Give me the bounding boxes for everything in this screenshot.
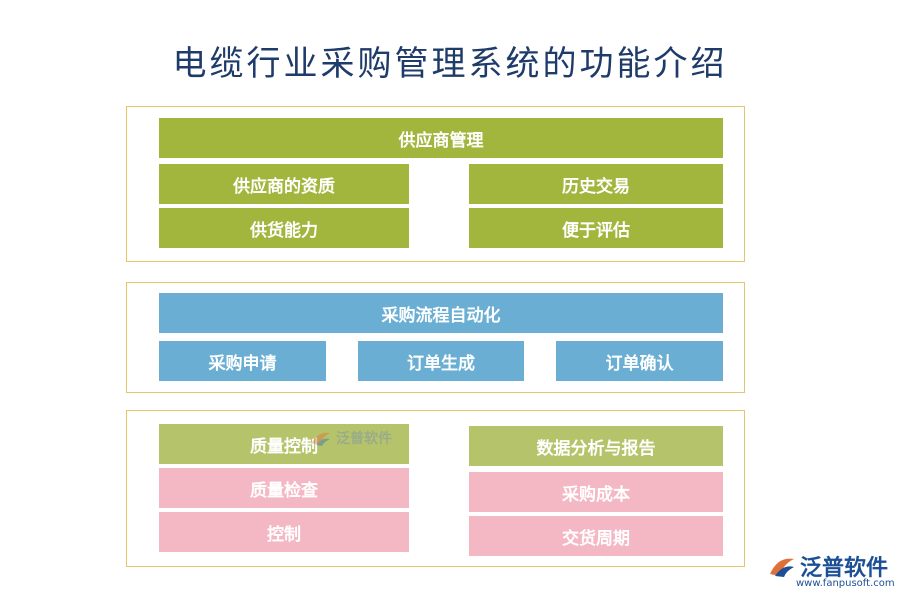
- brand-logo-text: 泛普软件: [800, 556, 889, 581]
- item-order-confirmation: 订单确认: [556, 341, 723, 381]
- header-data-analysis: 数据分析与报告: [469, 426, 723, 466]
- page-title: 电缆行业采购管理系统的功能介绍: [172, 44, 728, 84]
- item-transaction-history: 历史交易: [469, 164, 723, 204]
- brand-url: www.fanpusoft.com: [796, 578, 895, 589]
- header-supplier-management: 供应商管理: [159, 118, 723, 158]
- item-procurement-cost: 采购成本: [469, 472, 723, 512]
- item-quality-inspection: 质量检查: [159, 468, 409, 508]
- item-control: 控制: [159, 512, 409, 552]
- item-supply-capacity: 供货能力: [159, 208, 409, 248]
- header-procurement-automation: 采购流程自动化: [159, 293, 723, 333]
- item-supplier-qualification: 供应商的资质: [159, 164, 409, 204]
- item-purchase-request: 采购申请: [159, 341, 326, 381]
- item-order-generation: 订单生成: [358, 341, 524, 381]
- item-delivery-cycle: 交货周期: [469, 516, 723, 556]
- item-easy-evaluation: 便于评估: [469, 208, 723, 248]
- brand-logo: 泛普软件: [768, 550, 888, 582]
- header-quality-control: 质量控制: [159, 424, 409, 464]
- fanpu-logo-icon: [770, 558, 794, 577]
